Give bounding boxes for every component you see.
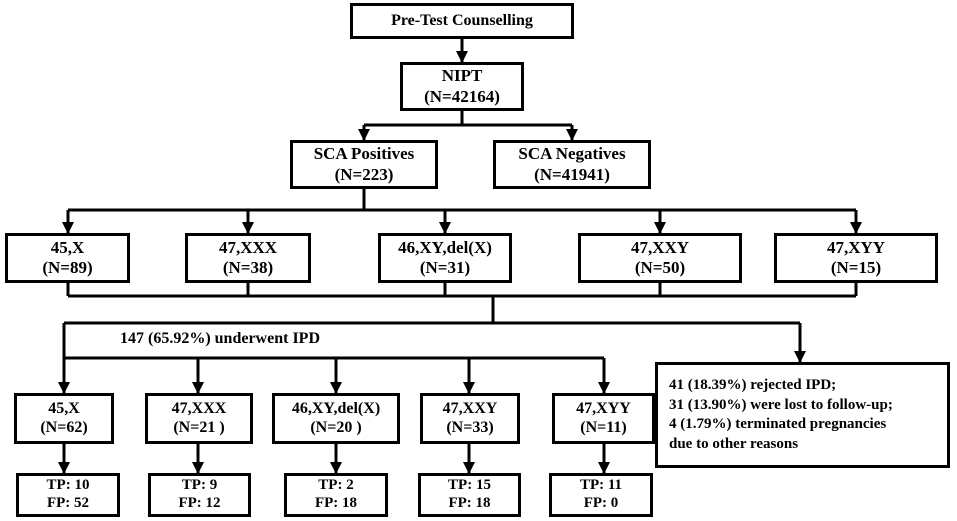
sca-positives-title: SCA Positives bbox=[313, 144, 415, 164]
karyotype-title: 47,XXY bbox=[630, 237, 690, 257]
node-pre-test-counselling: Pre-Test Counselling bbox=[350, 3, 574, 39]
node-outcome-47xyy: TP: 11 FP: 0 bbox=[549, 473, 653, 517]
nipt-title: NIPT bbox=[441, 66, 483, 86]
node-outcome-47xxx: TP: 9 FP: 12 bbox=[148, 473, 251, 517]
note-line: 31 (13.90%) were lost to follow-up; bbox=[669, 396, 893, 413]
karyotype-title: 47,XXX bbox=[218, 237, 278, 257]
karyotype-count: (N=15) bbox=[830, 258, 882, 277]
ipd-group-title: 47,XXY bbox=[442, 399, 498, 417]
sca-negatives-count: (N=41941) bbox=[534, 164, 610, 184]
node-karyotype-47xxy: 47,XXY (N=50) bbox=[578, 233, 742, 283]
node-ipd-group-47xyy: 47,XYY (N=11) bbox=[552, 393, 655, 444]
node-no-ipd-note: 41 (18.39%) rejected IPD; 31 (13.90%) we… bbox=[655, 362, 950, 468]
outcome-fp: FP: 52 bbox=[46, 495, 90, 511]
ipd-group-title: 46,XY,del(X) bbox=[291, 399, 381, 417]
karyotype-count: (N=38) bbox=[222, 258, 274, 277]
outcome-fp: FP: 0 bbox=[583, 495, 619, 511]
outcome-tp: TP: 11 bbox=[579, 477, 623, 494]
ipd-group-count: (N=33) bbox=[446, 418, 494, 436]
note-line: 41 (18.39%) rejected IPD; bbox=[669, 377, 837, 393]
node-nipt: NIPT (N=42164) bbox=[400, 62, 524, 111]
karyotype-count: (N=50) bbox=[634, 258, 686, 277]
node-outcome-47xxy: TP: 15 FP: 18 bbox=[418, 473, 521, 517]
node-ipd-group-45x: 45,X (N=62) bbox=[14, 393, 114, 444]
ipd-group-count: (N=62) bbox=[40, 418, 88, 436]
ipd-group-count: (N=20 ) bbox=[310, 418, 362, 436]
outcome-fp: FP: 18 bbox=[314, 495, 358, 511]
ipd-group-count: (N=11) bbox=[580, 418, 627, 436]
node-ipd-group-46xy-delx: 46,XY,del(X) (N=20 ) bbox=[272, 393, 400, 444]
karyotype-title: 46,XY,del(X) bbox=[398, 237, 492, 257]
counselling-label: Pre-Test Counselling bbox=[391, 11, 533, 29]
node-karyotype-45x: 45,X (N=89) bbox=[5, 233, 130, 283]
node-outcome-46xy-delx: TP: 2 FP: 18 bbox=[284, 473, 388, 517]
karyotype-count: (N=89) bbox=[42, 258, 93, 277]
ipd-group-title: 47,XXX bbox=[171, 399, 227, 417]
node-sca-positives: SCA Positives (N=223) bbox=[290, 140, 438, 189]
outcome-tp: TP: 2 bbox=[318, 477, 354, 494]
sca-negatives-title: SCA Negatives bbox=[518, 144, 626, 164]
node-sca-negatives: SCA Negatives (N=41941) bbox=[493, 140, 651, 189]
node-karyotype-47xxx: 47,XXX (N=38) bbox=[185, 233, 311, 283]
note-line: 4 (1.79%) terminated pregnancies bbox=[669, 416, 887, 432]
outcome-fp: FP: 18 bbox=[448, 495, 491, 511]
karyotype-count: (N=31) bbox=[419, 258, 471, 277]
node-karyotype-46xy-delx: 46,XY,del(X) (N=31) bbox=[378, 233, 512, 283]
nipt-count: (N=42164) bbox=[424, 86, 500, 106]
sca-positives-count: (N=223) bbox=[334, 164, 394, 184]
outcome-tp: TP: 10 bbox=[46, 477, 90, 494]
karyotype-title: 45,X bbox=[50, 237, 85, 257]
outcome-tp: TP: 9 bbox=[181, 477, 218, 494]
node-karyotype-47xyy: 47,XYY (N=15) bbox=[774, 233, 938, 283]
karyotype-title: 47,XYY bbox=[826, 237, 886, 257]
node-outcome-45x: TP: 10 FP: 52 bbox=[16, 473, 120, 517]
ipd-group-count: (N=21 ) bbox=[173, 418, 225, 436]
node-ipd-group-47xxy: 47,XXY (N=33) bbox=[420, 393, 520, 444]
note-line: due to other reasons bbox=[669, 435, 799, 452]
ipd-group-title: 47,XYY bbox=[576, 399, 631, 417]
ipd-label: 147 (65.92%) underwent IPD bbox=[118, 330, 322, 348]
outcome-tp: TP: 15 bbox=[448, 477, 491, 494]
ipd-group-title: 45,X bbox=[48, 399, 80, 417]
outcome-fp: FP: 12 bbox=[178, 495, 221, 511]
node-ipd-group-47xxx: 47,XXX (N=21 ) bbox=[145, 393, 253, 444]
